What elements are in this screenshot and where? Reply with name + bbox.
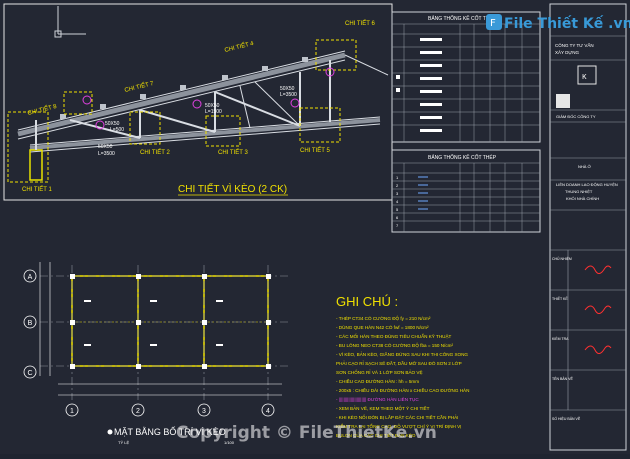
dimension-tags: 50X50 L=500 50X50 L=3500 50X50 L=1500 50… xyxy=(98,86,297,157)
callout-3: CHI TIẾT 3 xyxy=(218,149,248,156)
callout-6: CHI TIẾT 6 xyxy=(345,20,375,27)
svg-text:TÊN BẢN VẼ: TÊN BẢN VẼ xyxy=(552,376,573,381)
plan-scale-value: 1/100 xyxy=(224,440,235,445)
notes-heading: GHI CHÚ : xyxy=(336,294,398,309)
svg-text:L=500: L=500 xyxy=(110,127,124,133)
svg-text:GIÁM ĐỐC CÔNG TY: GIÁM ĐỐC CÔNG TY xyxy=(556,114,596,119)
grid-4: 4 xyxy=(266,408,270,415)
svg-text:7: 7 xyxy=(396,223,399,228)
element-number-tags xyxy=(82,67,335,130)
steel-table-1: BẢNG THỐNG KÊ CỐT THÉP xyxy=(391,11,541,143)
grid-2: 2 xyxy=(136,408,140,415)
callout-7: CHI TIẾT 7 xyxy=(124,80,155,94)
callout-1: CHI TIẾT 1 xyxy=(22,186,52,193)
callout-5: CHI TIẾT 5 xyxy=(300,147,330,154)
callout-4: CHI TIẾT 4 xyxy=(224,40,255,54)
svg-text:- CÁC MỐI HÀN THEO ĐÚNG TIÊU C: - CÁC MỐI HÀN THEO ĐÚNG TIÊU CHUẨN KỸ TH… xyxy=(336,332,452,339)
svg-text:4: 4 xyxy=(396,199,399,204)
svg-text:- THÉP CT34 CÓ CƯỜNG ĐỘ fy = 2: - THÉP CT34 CÓ CƯỜNG ĐỘ fy = 210 N/cm² xyxy=(336,315,431,321)
svg-text:5: 5 xyxy=(396,207,399,212)
detail-boxes xyxy=(63,39,357,147)
signatures xyxy=(584,265,612,354)
svg-text:LIÊN DOANH LAO ĐỘNG HUYỆN: LIÊN DOANH LAO ĐỘNG HUYỆN xyxy=(556,182,618,187)
callout-labels: CHI TIẾT 1 CHI TIẾT 2 CHI TIẾT 3 CHI TIẾ… xyxy=(22,20,375,193)
svg-text:- BU LÔNG NEO CT38 CÓ CƯỜNG ĐỘ: - BU LÔNG NEO CT38 CÓ CƯỜNG ĐỘ fba = 150… xyxy=(336,342,453,348)
svg-text:CÔNG TY TƯ VẤN: CÔNG TY TƯ VẤN xyxy=(555,42,594,48)
notes: GHI CHÚ : - THÉP CT34 CÓ CƯỜNG ĐỘ fy = 2… xyxy=(336,294,469,438)
svg-text:SỐ HIỆU BẢN VẼ: SỐ HIỆU BẢN VẼ xyxy=(552,416,581,421)
svg-text:BẢNG THỐNG KÊ CỐT THÉP: BẢNG THỐNG KÊ CỐT THÉP xyxy=(428,14,497,22)
grid-c: C xyxy=(27,370,32,377)
svg-text:- XEM BẢN VẼ, KEM THEO MỘT Ý C: - XEM BẢN VẼ, KEM THEO MỘT Ý CHI TIẾT xyxy=(336,405,430,411)
steel-table-2: BẢNG THỐNG KÊ CỐT THÉP 1 2 3 4 5 6 7 xyxy=(391,149,541,233)
grid-a: A xyxy=(28,274,33,281)
truss-detail xyxy=(7,50,389,183)
svg-text:50X50: 50X50 xyxy=(205,103,220,109)
truss-title: CHI TIẾT VÌ KÈO (2 CK) xyxy=(178,182,287,195)
title-block: CÔNG TY TƯ VẤN XÂY DỰNG ĸ GIÁM ĐỐC CÔNG … xyxy=(549,3,627,451)
svg-text:CHỦ NHIỆM: CHỦ NHIỆM xyxy=(552,256,572,261)
watermark-top-text: File Thiết Kế .vn xyxy=(504,15,630,32)
watermark-logo: F File Thiết Kế .vn xyxy=(486,14,630,32)
svg-text:BULON CỦA CÁC CHI TIẾT BẢN KÈO: BULON CỦA CÁC CHI TIẾT BẢN KÈO xyxy=(336,432,416,438)
svg-text:PHẢI CẠO RỈ SẠCH SẼ ĐẮT, DẦU M: PHẢI CẠO RỈ SẠCH SẼ ĐẮT, DẦU MỠ SAU ĐÓ S… xyxy=(336,359,462,366)
svg-text:SƠN CHỐNG RỈ VÀ 1 LỚP SƠN BẢO: SƠN CHỐNG RỈ VÀ 1 LỚP SƠN BẢO VỆ xyxy=(336,368,423,375)
svg-text:1: 1 xyxy=(396,175,399,180)
svg-text:L=1500: L=1500 xyxy=(205,109,222,115)
grid-b: B xyxy=(28,320,33,327)
svg-text:L=3500: L=3500 xyxy=(280,92,297,98)
svg-text:- ||||||||||||||||||||||| ĐƯỜ: - ||||||||||||||||||||||| ĐƯỜNG HÀN LIÊN… xyxy=(336,395,419,402)
svg-text:THUNG NHIỆT: THUNG NHIỆT xyxy=(565,189,593,194)
svg-text:- KHI KÈO NỐI ĐÓN BỊ LẮP ĐẶT C: - KHI KÈO NỐI ĐÓN BỊ LẮP ĐẶT CÁC CHI TIẾ… xyxy=(336,413,458,420)
svg-text:L=3500: L=3500 xyxy=(98,151,115,157)
grid-1: 1 xyxy=(70,408,74,415)
svg-text:- 200x5 : CHIỀU DÀI ĐƯỜNG HÀN: - 200x5 : CHIỀU DÀI ĐƯỜNG HÀN x CHIỀU CA… xyxy=(336,387,469,393)
plan-grid: A B C 1 2 3 4 xyxy=(23,262,290,417)
svg-text:NHÀ Ở: NHÀ Ở xyxy=(578,164,592,169)
callout-8: CHI TIẾT 8 xyxy=(27,103,58,117)
svg-text:F: F xyxy=(490,18,496,29)
watermark-bottom: Copyright © FileThietKe.vn xyxy=(176,423,437,443)
svg-text:- VÌ KÈO, BẢN KÈO, GIẰNG ĐỨNG: - VÌ KÈO, BẢN KÈO, GIẰNG ĐỨNG SAU KHI TH… xyxy=(336,350,468,357)
svg-text:KIỂM TRA: KIỂM TRA xyxy=(552,336,569,341)
callout-2: CHI TIẾT 2 xyxy=(140,149,170,156)
svg-text:3: 3 xyxy=(396,191,399,196)
svg-text:- CHIỀU CAO ĐƯỜNG HÀN : hh = 5: - CHIỀU CAO ĐƯỜNG HÀN : hh = 5mm xyxy=(336,378,419,384)
svg-text:2: 2 xyxy=(396,183,399,188)
svg-text:6: 6 xyxy=(396,215,399,220)
svg-text:KIỂM TRA LẠI TỔNG CAO, ĐỘ VƯỢT: KIỂM TRA LẠI TỔNG CAO, ĐỘ VƯỢT CHÍ Ý VỊ … xyxy=(336,423,461,429)
svg-text:XÂY DỰNG: XÂY DỰNG xyxy=(555,49,580,55)
plan-title: MẶT BẰNG BỐ TRÍ VÌ KÈO xyxy=(114,426,226,437)
svg-text:50X50: 50X50 xyxy=(105,121,120,127)
ucs-icon xyxy=(54,6,86,38)
plan-scale-label: TỶ LỆ xyxy=(118,440,129,445)
svg-text:THIẾT KẾ: THIẾT KẾ xyxy=(552,296,568,301)
grid-3: 3 xyxy=(202,408,206,415)
svg-text:50X50: 50X50 xyxy=(98,144,113,150)
svg-text:BẢNG THỐNG KÊ CỐT THÉP: BẢNG THỐNG KÊ CỐT THÉP xyxy=(428,153,497,161)
svg-text:50X50: 50X50 xyxy=(280,86,295,92)
svg-text:KHỐI NHÀ CHÍNH: KHỐI NHÀ CHÍNH xyxy=(566,196,599,201)
svg-text:ĸ: ĸ xyxy=(582,71,587,81)
svg-text:- DÙNG QUE HÀN N42 CÓ fwf = 18: - DÙNG QUE HÀN N42 CÓ fwf = 1800 N/cm² xyxy=(336,324,429,330)
truss-frame xyxy=(3,3,393,201)
